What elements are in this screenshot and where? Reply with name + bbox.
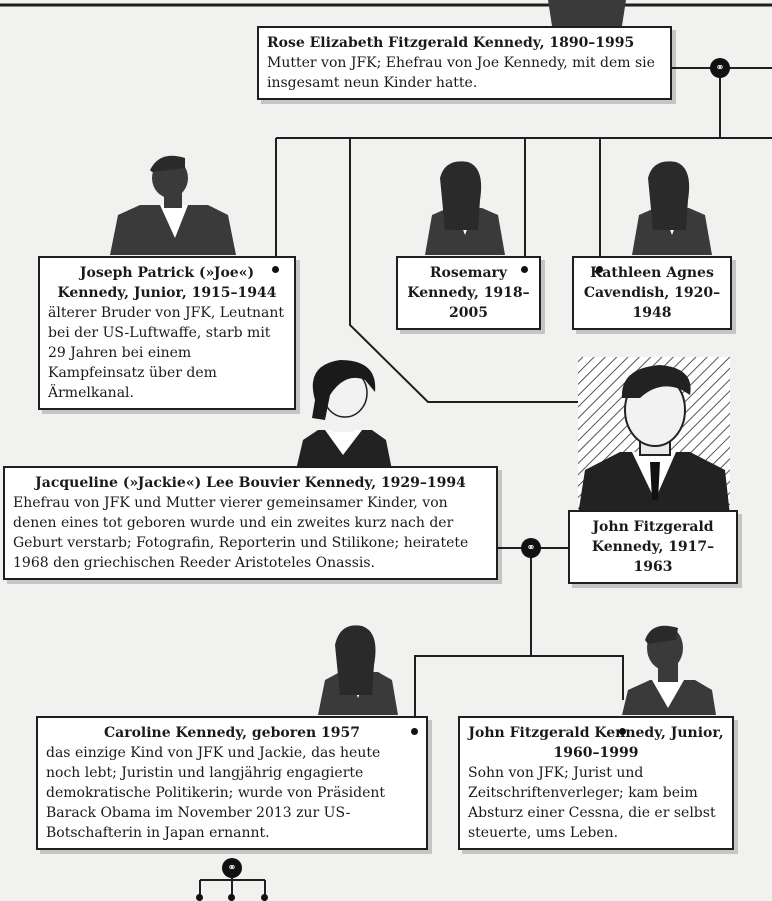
person-card-rosemary: Rosemary Kennedy, 1918–2005 <box>396 256 541 330</box>
person-card-kathleen: Kathleen Agnes Cavendish, 1920–1948 <box>572 256 732 330</box>
person-name: Rosemary Kennedy, 1918–2005 <box>407 265 530 321</box>
person-name: Kathleen Agnes Cavendish, 1920–1948 <box>583 265 721 321</box>
person-name: Joseph Patrick (»Joe«) Kennedy, Junior, … <box>57 265 277 301</box>
person-description: Ehefrau von JFK und Mutter vierer gemein… <box>13 495 469 571</box>
rosemary-silhouette <box>425 161 505 255</box>
person-card-rose: Rose Elizabeth Fitzgerald Kennedy, 1890–… <box>257 26 672 100</box>
person-description: Mutter von JFK; Ehefrau von Joe Kennedy,… <box>267 55 655 91</box>
person-name: Rose Elizabeth Fitzgerald Kennedy, 1890–… <box>267 35 635 51</box>
person-name: Caroline Kennedy, geboren 1957 <box>103 725 360 741</box>
rose-silhouette <box>548 0 626 26</box>
connector-dot <box>272 266 279 273</box>
joe-jr-silhouette <box>110 155 236 255</box>
person-card-caroline: Caroline Kennedy, geboren 1957 das einzi… <box>36 716 428 850</box>
connector-dot <box>596 266 603 273</box>
wedding-rings-icon: ⚭ <box>222 858 242 878</box>
person-name: John Fitzgerald Kennedy, Junior, 1960–19… <box>468 725 724 761</box>
person-card-joe-jr: Joseph Patrick (»Joe«) Kennedy, Junior, … <box>38 256 296 410</box>
person-name: Jacqueline (»Jackie«) Lee Bouvier Kenned… <box>35 475 466 491</box>
wedding-rings-icon: ⚭ <box>710 58 730 78</box>
wedding-rings-icon: ⚭ <box>521 538 541 558</box>
jfk-jr-silhouette <box>622 625 716 715</box>
person-card-jackie: Jacqueline (»Jackie«) Lee Bouvier Kenned… <box>3 466 498 580</box>
connector-dot <box>411 728 418 735</box>
jackie-silhouette <box>296 360 392 470</box>
person-description: das einzige Kind von JFK und Jackie, das… <box>46 745 386 841</box>
person-name: John Fitzgerald Kennedy, 1917–1963 <box>591 519 715 575</box>
connector-dot <box>619 728 626 735</box>
caroline-silhouette <box>318 625 398 715</box>
person-card-jfk-jr: John Fitzgerald Kennedy, Junior, 1960–19… <box>458 716 734 850</box>
connector-dot <box>228 894 235 901</box>
person-description: Sohn von JFK; Jurist und Zeitschriftenve… <box>468 765 716 841</box>
connector-dot <box>521 266 528 273</box>
person-description: älterer Bruder von JFK, Leutnant bei der… <box>48 305 284 401</box>
connector-dot <box>196 894 203 901</box>
kathleen-silhouette <box>632 161 712 255</box>
jfk-portrait <box>578 357 730 515</box>
person-card-jfk: John Fitzgerald Kennedy, 1917–1963 <box>568 510 738 584</box>
connector-dot <box>261 894 268 901</box>
